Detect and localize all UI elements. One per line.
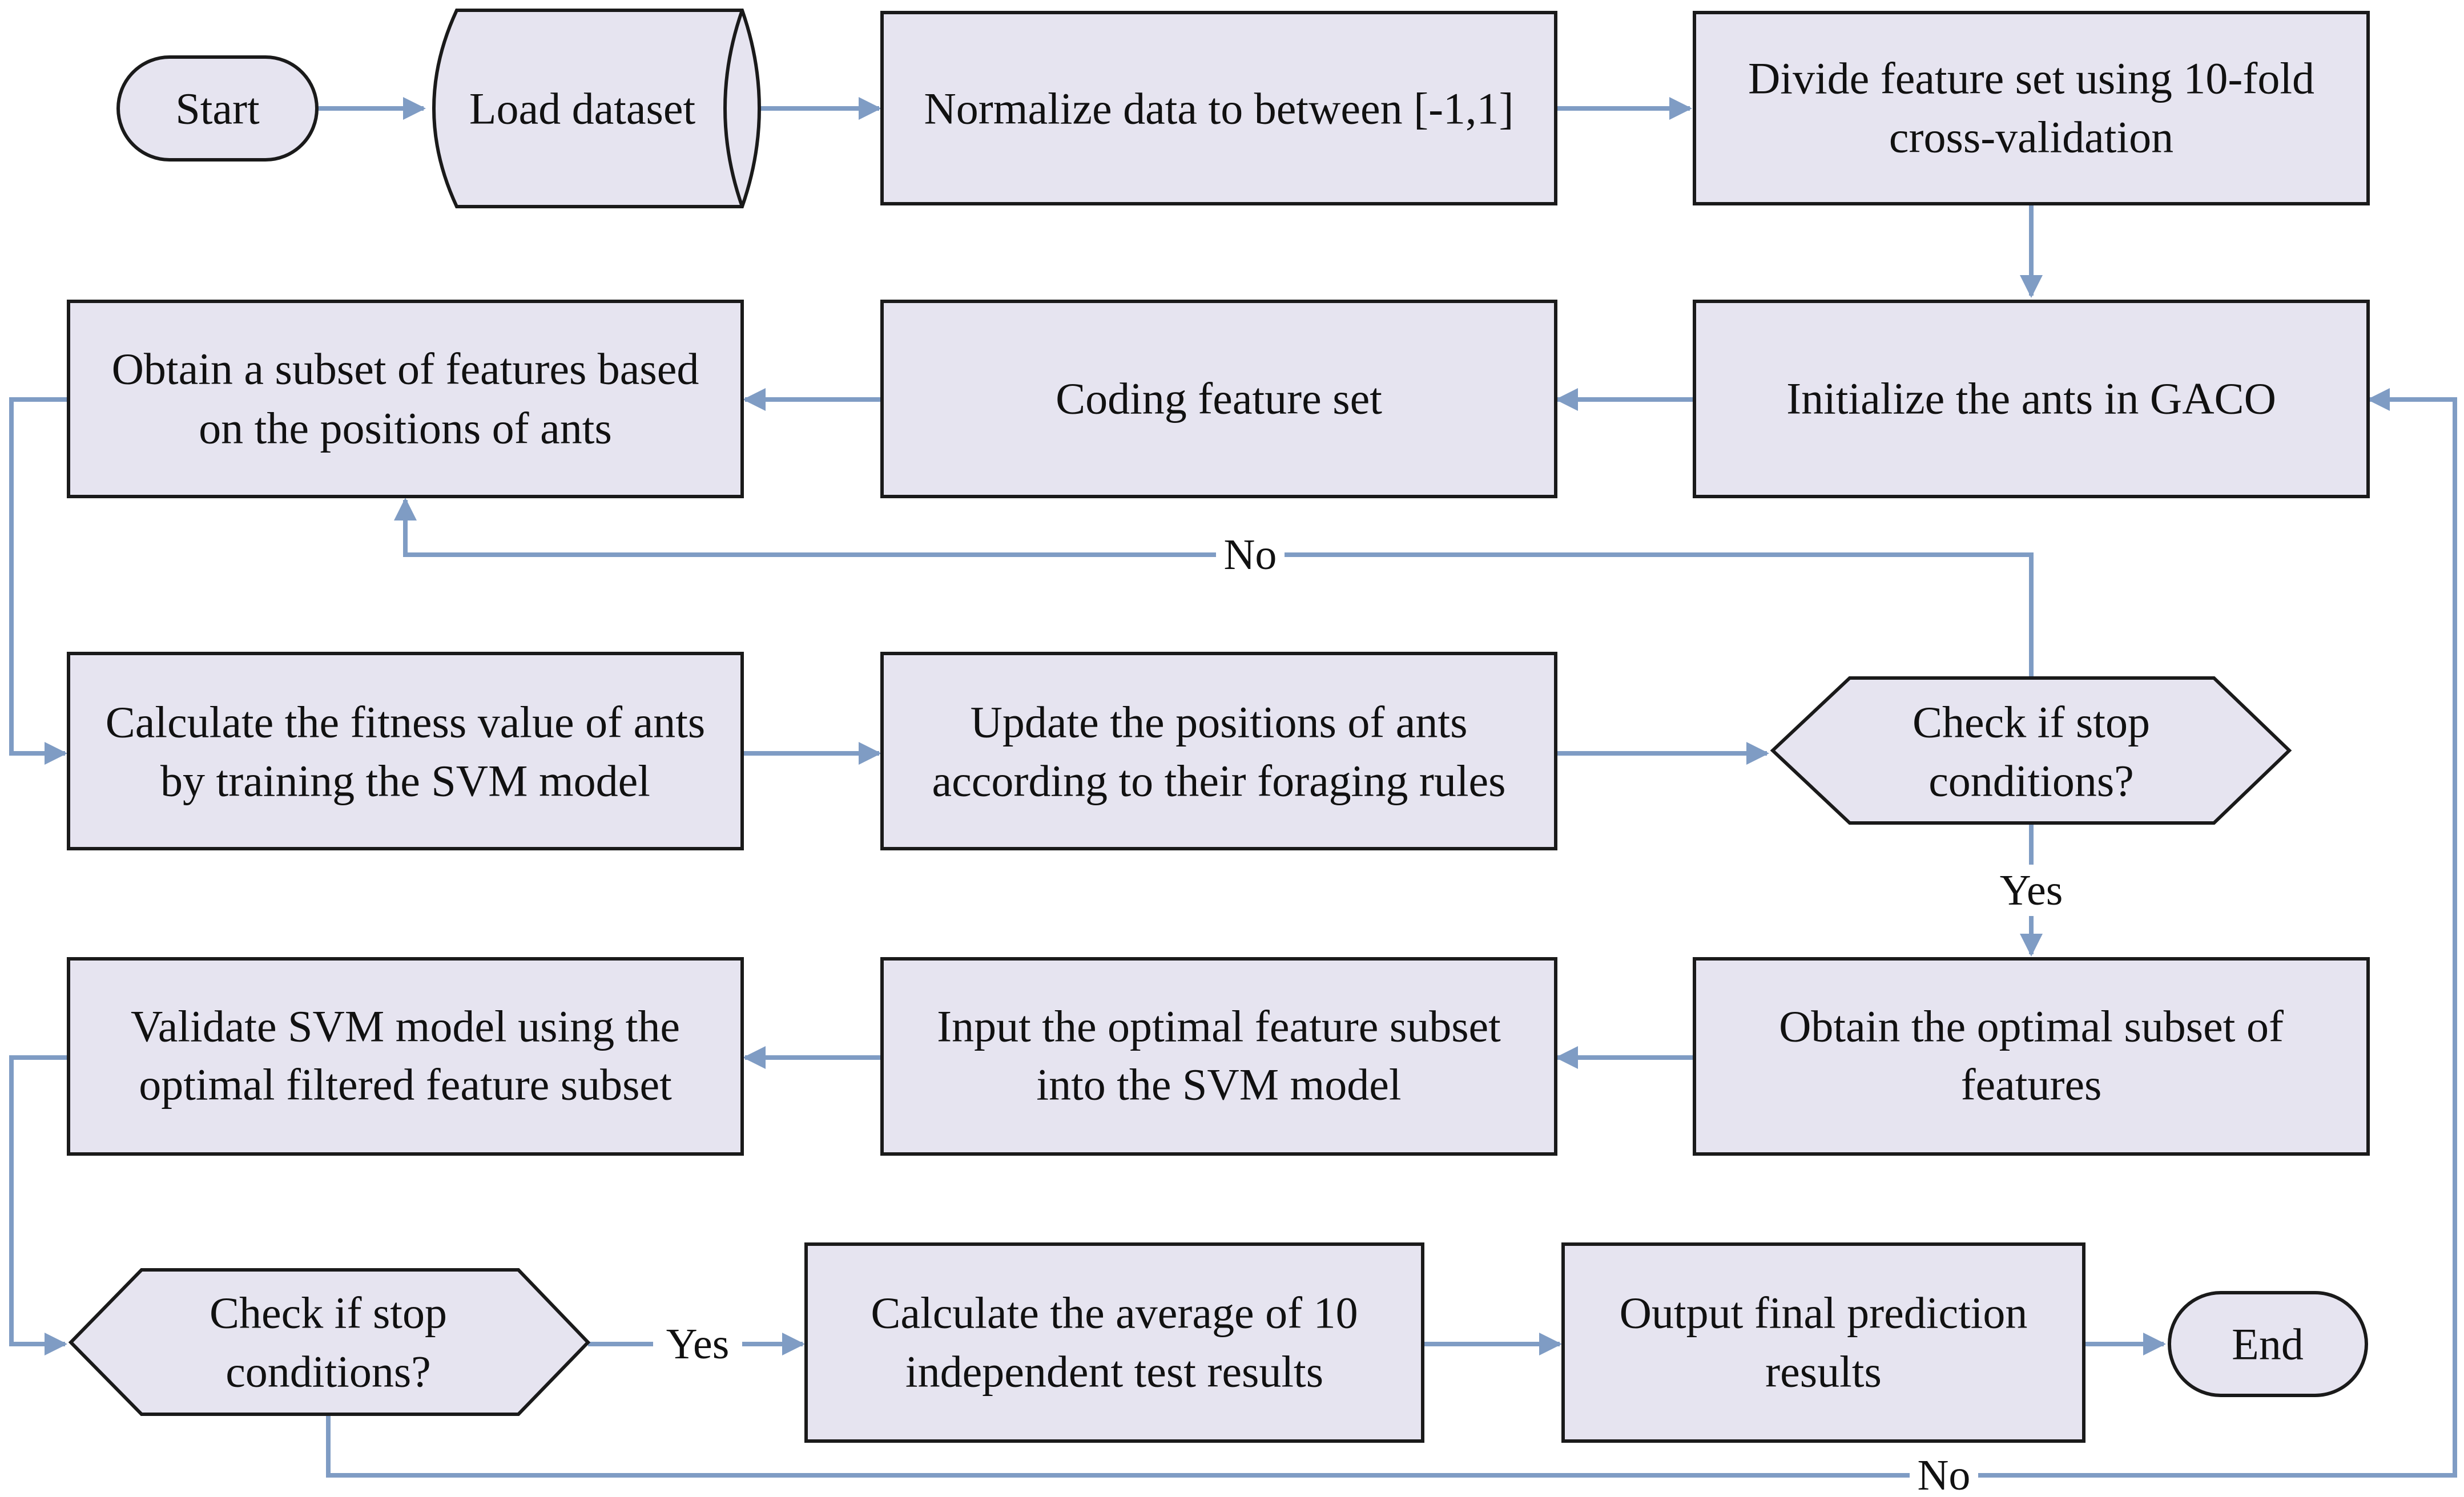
node-normalize-label: Normalize data to between [-1,1] (924, 84, 1513, 134)
node-start: Start (116, 55, 319, 162)
node-check-stop-1-label-2: conditions? (1928, 756, 2134, 806)
node-load-dataset-label: Load dataset (469, 84, 696, 134)
label-no-check2: No (1918, 1451, 1971, 1497)
node-normalize: Normalize data to between [-1,1] (880, 11, 1557, 205)
node-obtain-optimal-label-2: features (1961, 1060, 2102, 1109)
node-input-optimal-label-1: Input the optimal feature subset (937, 1002, 1501, 1051)
node-calculate-fitness-label-2: by training the SVM model (160, 756, 650, 806)
node-end: End (2168, 1291, 2368, 1397)
node-divide: Divide feature set using 10-fold cross-v… (1693, 11, 2370, 205)
node-start-label: Start (175, 84, 260, 134)
label-yes-check1: Yes (2000, 866, 2063, 914)
node-check-stop-2: Check if stop conditions? (68, 1268, 591, 1416)
label-yes-check2: Yes (666, 1320, 730, 1368)
node-output-results-label-2: results (1765, 1347, 1882, 1397)
edge-labels: No Yes Yes No (653, 531, 2076, 1497)
node-obtain-optimal: Obtain the optimal subset of features (1693, 957, 2370, 1156)
node-calculate-fitness: Calculate the fitness value of ants by t… (67, 652, 744, 850)
label-no-check1: No (1224, 531, 1277, 579)
node-initialize-ants-label: Initialize the ants in GACO (1786, 374, 2276, 423)
node-end-label: End (2232, 1320, 2304, 1369)
node-obtain-subset-label-1: Obtain a subset of features based (112, 344, 699, 394)
node-obtain-subset: Obtain a subset of features based on the… (67, 300, 744, 498)
node-obtain-optimal-label-1: Obtain the optimal subset of (1779, 1002, 2284, 1051)
edge-check2-no-to-init (326, 388, 2457, 1478)
node-check-stop-2-label-1: Check if stop (210, 1288, 447, 1338)
node-validate-svm: Validate SVM model using the optimal fil… (67, 957, 744, 1156)
node-coding-feature-set-label: Coding feature set (1056, 374, 1382, 423)
node-coding-feature-set: Coding feature set (880, 300, 1557, 498)
node-calculate-average-label-2: independent test results (905, 1347, 1323, 1397)
node-update-positions-label-2: according to their foraging rules (932, 756, 1506, 806)
node-calculate-average: Calculate the average of 10 independent … (804, 1242, 1424, 1443)
node-check-stop-1-label-1: Check if stop (1913, 697, 2150, 747)
node-output-results-label-1: Output final prediction (1620, 1288, 2028, 1338)
node-load-dataset: Load dataset (432, 9, 761, 208)
node-check-stop-1: Check if stop conditions? (1770, 676, 2292, 825)
node-obtain-subset-label-2: on the positions of ants (199, 403, 612, 453)
node-input-optimal: Input the optimal feature subset into th… (880, 957, 1557, 1156)
edge-validate-to-check2 (9, 1055, 69, 1355)
node-divide-label-1: Divide feature set using 10-fold (1748, 54, 2314, 103)
node-calculate-fitness-label-1: Calculate the fitness value of ants (106, 697, 706, 747)
node-output-results: Output final prediction results (1561, 1242, 2085, 1443)
node-check-stop-2-label-2: conditions? (226, 1347, 431, 1397)
node-update-positions: Update the positions of ants according t… (880, 652, 1557, 850)
node-input-optimal-label-2: into the SVM model (1036, 1060, 1401, 1109)
node-initialize-ants: Initialize the ants in GACO (1693, 300, 2370, 498)
node-validate-svm-label-1: Validate SVM model using the (131, 1002, 680, 1051)
edge-check1-no-to-subset (394, 498, 2034, 676)
node-update-positions-label-1: Update the positions of ants (971, 697, 1468, 747)
node-calculate-average-label-1: Calculate the average of 10 (871, 1288, 1358, 1338)
node-divide-label-2: cross-validation (1889, 112, 2173, 162)
edges (9, 97, 2457, 1478)
node-validate-svm-label-2: optimal filtered feature subset (139, 1060, 672, 1109)
edge-subset-to-fitness (9, 397, 69, 765)
